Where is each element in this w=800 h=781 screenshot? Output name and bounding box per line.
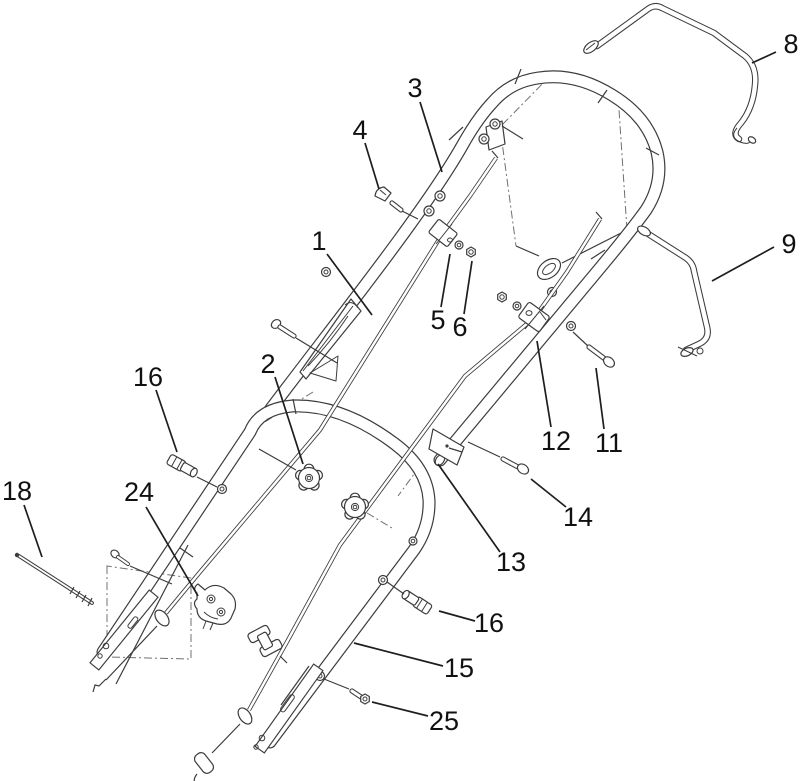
- knob-2-axis-dash: [366, 512, 393, 529]
- part-label-4: 4: [352, 115, 367, 145]
- knob-16-right-axis: [386, 581, 405, 595]
- support-rod-9: [637, 225, 711, 358]
- part-label-3: 3: [407, 73, 422, 103]
- part-label-16: 16: [133, 362, 163, 392]
- part-label-6: 6: [452, 312, 467, 342]
- callout-leader-8: [751, 51, 777, 64]
- knob-2-axis-line: [258, 448, 297, 471]
- lever-bolt: [270, 318, 338, 364]
- callout-leader-5: [440, 253, 451, 308]
- bolt-11: [572, 331, 616, 368]
- part-label-12: 12: [541, 426, 571, 456]
- callout-leader-18: [23, 504, 43, 558]
- part-label-9: 9: [781, 229, 796, 259]
- callout-leader-1: [326, 253, 373, 316]
- callout-leader-16: [438, 610, 476, 622]
- callout-leader-13: [437, 463, 501, 553]
- callout-leader-25: [371, 701, 429, 717]
- part-label-18: 18: [2, 476, 32, 506]
- callout-leader-15: [353, 642, 444, 667]
- star-knob-2-right: [341, 492, 369, 520]
- part-label-8: 8: [783, 29, 798, 59]
- callout-leader-24: [145, 506, 199, 597]
- part-label-11: 11: [595, 428, 623, 458]
- callout-leader-2: [274, 376, 304, 465]
- nut-6: [466, 246, 476, 258]
- callout-leader-6: [463, 260, 473, 315]
- wing-knob-16-right: [399, 587, 434, 616]
- tube-mount-bosses: [320, 118, 577, 332]
- part-label-1: 1: [311, 226, 326, 256]
- lower-handle-tube: [103, 398, 429, 742]
- control-cable-right: [193, 211, 603, 781]
- bolt-14: [467, 441, 530, 475]
- handle-lever-1: [299, 298, 362, 380]
- callout-leader-12: [536, 340, 552, 428]
- control-cable-left: [92, 150, 499, 693]
- wing-knob-16-left: [165, 453, 200, 480]
- callout-leader-16: [155, 389, 178, 453]
- lower-handle-right-bar-end: [253, 663, 324, 754]
- part-label-15: 15: [444, 653, 474, 683]
- lower-handle-left-bar-end: [89, 589, 159, 671]
- panel-bolt: [110, 549, 173, 585]
- callout-leader-3: [419, 101, 443, 173]
- bracket-wedge-right: [428, 428, 465, 466]
- part-label-2: 2: [260, 349, 275, 379]
- callout-leader-14: [530, 478, 567, 508]
- callout-leader-11: [595, 367, 605, 430]
- bolt-25: [323, 678, 370, 705]
- interlock-switch-24: [193, 583, 237, 631]
- clamp-12-washer: [512, 301, 522, 311]
- cable-clamp-12: [518, 302, 550, 332]
- washer-6: [454, 240, 464, 250]
- bail-rod-8: [583, 3, 759, 144]
- star-knob-2-left: [295, 463, 323, 491]
- callout-leader-4: [364, 142, 380, 190]
- part-label-25: 25: [429, 706, 459, 736]
- part-label-13: 13: [496, 547, 526, 577]
- cable-clamp-5: [428, 219, 458, 247]
- adjuster-rod-18: [14, 552, 94, 607]
- clamp-12-nut: [497, 291, 507, 303]
- lever-wedge-left: [309, 355, 339, 382]
- cable-clip-4: [374, 186, 419, 220]
- part-label-24: 24: [124, 477, 154, 507]
- part-label-5: 5: [430, 305, 445, 335]
- part-label-14: 14: [563, 502, 593, 532]
- part-label-16: 16: [474, 608, 504, 638]
- knob-16-left-axis: [196, 476, 218, 488]
- cable-clamp-block: [247, 624, 288, 664]
- callout-leader-9: [711, 246, 775, 282]
